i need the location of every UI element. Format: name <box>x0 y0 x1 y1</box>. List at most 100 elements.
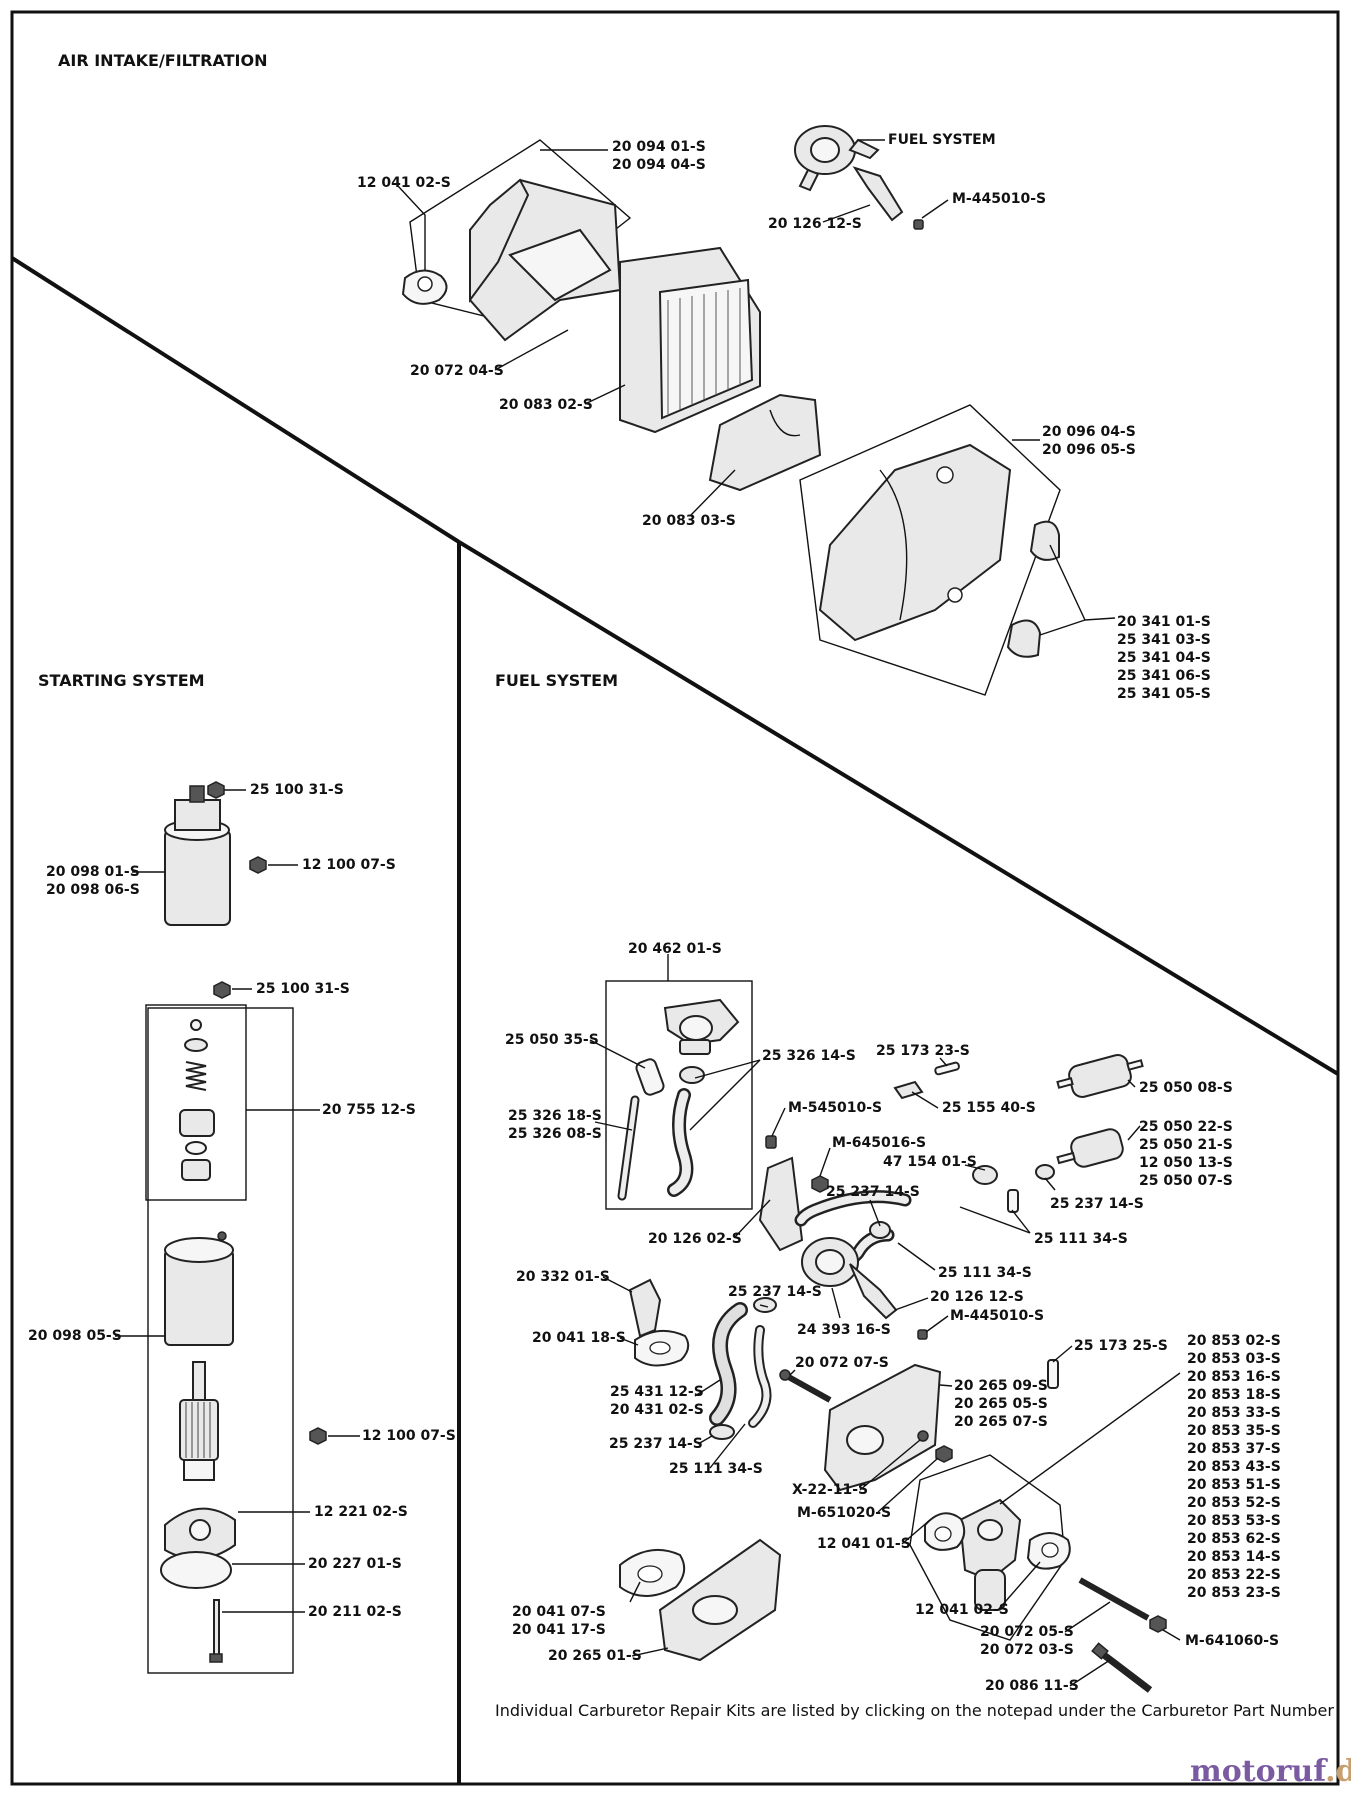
label-20-098-06-s[interactable]: 20 098 06-S <box>46 882 140 898</box>
label-25-100-31-s-top[interactable]: 25 100 31-S <box>250 782 344 798</box>
carb-part-1[interactable]: 20 853 02-S <box>1187 1333 1281 1349</box>
starter-frame-housing <box>164 1231 234 1346</box>
carb-part-15[interactable]: 20 853 23-S <box>1187 1585 1281 1601</box>
carb-part-12[interactable]: 20 853 62-S <box>1187 1531 1281 1547</box>
label-20-096-04-s[interactable]: 20 096 04-S <box>1042 424 1136 440</box>
label-20-094-04-s[interactable]: 20 094 04-S <box>612 157 706 173</box>
label-25-237-14-s-c[interactable]: 25 237 14-S <box>728 1284 822 1300</box>
label-20-041-17-s[interactable]: 20 041 17-S <box>512 1622 606 1638</box>
label-20-431-02-s[interactable]: 20 431 02-S <box>610 1402 704 1418</box>
label-25-341-06-s[interactable]: 25 341 06-S <box>1117 668 1211 684</box>
label-25-237-14-s-b[interactable]: 25 237 14-S <box>826 1184 920 1200</box>
label-m-645016-s[interactable]: M-645016-S <box>832 1135 926 1151</box>
label-25-050-22-s[interactable]: 25 050 22-S <box>1139 1119 1233 1135</box>
carb-part-10[interactable]: 20 853 52-S <box>1187 1495 1281 1511</box>
label-20-086-11-s[interactable]: 20 086 11-S <box>985 1678 1079 1694</box>
label-25-173-25-s[interactable]: 25 173 25-S <box>1074 1338 1168 1354</box>
label-25-326-14-s[interactable]: 25 326 14-S <box>762 1048 856 1064</box>
carb-part-14[interactable]: 20 853 22-S <box>1187 1567 1281 1583</box>
starter-nut-2 <box>213 981 231 999</box>
carb-part-5[interactable]: 20 853 33-S <box>1187 1405 1281 1421</box>
bracket-screw-air <box>913 219 924 230</box>
carb-part-7[interactable]: 20 853 37-S <box>1187 1441 1281 1457</box>
label-25-111-34-s-c[interactable]: 25 111 34-S <box>669 1461 763 1477</box>
label-20-098-05-s[interactable]: 20 098 05-S <box>28 1328 122 1344</box>
label-20-094-01-s[interactable]: 20 094 01-S <box>612 139 706 155</box>
label-x-22-11-s[interactable]: X-22-11-S <box>792 1482 868 1498</box>
label-m-641060-s[interactable]: M-641060-S <box>1185 1633 1279 1649</box>
label-25-173-23-s[interactable]: 25 173 23-S <box>876 1043 970 1059</box>
label-20-072-05-s[interactable]: 20 072 05-S <box>980 1624 1074 1640</box>
label-20-072-07-s[interactable]: 20 072 07-S <box>795 1355 889 1371</box>
carb-part-4[interactable]: 20 853 18-S <box>1187 1387 1281 1403</box>
cover-knob-lower <box>1006 619 1042 658</box>
label-20-341-01-s[interactable]: 20 341 01-S <box>1117 614 1211 630</box>
carb-part-8[interactable]: 20 853 43-S <box>1187 1459 1281 1475</box>
valve-clamp <box>679 1066 705 1084</box>
label-12-100-07-s-top[interactable]: 12 100 07-S <box>302 857 396 873</box>
label-20-265-05-s[interactable]: 20 265 05-S <box>954 1396 1048 1412</box>
label-20-227-01-s[interactable]: 20 227 01-S <box>308 1556 402 1572</box>
label-25-341-04-s[interactable]: 25 341 04-S <box>1117 650 1211 666</box>
label-20-462-01-s[interactable]: 20 462 01-S <box>628 941 722 957</box>
label-20-083-03-s[interactable]: 20 083 03-S <box>642 513 736 529</box>
label-20-126-12-s-fuel[interactable]: 20 126 12-S <box>930 1289 1024 1305</box>
label-25-050-21-s[interactable]: 25 050 21-S <box>1139 1137 1233 1153</box>
label-20-126-02-s[interactable]: 20 126 02-S <box>648 1231 742 1247</box>
label-20-265-09-s[interactable]: 20 265 09-S <box>954 1378 1048 1394</box>
label-12-221-02-s[interactable]: 12 221 02-S <box>314 1504 408 1520</box>
carb-part-11[interactable]: 20 853 53-S <box>1187 1513 1281 1529</box>
label-20-083-02-s[interactable]: 20 083 02-S <box>499 397 593 413</box>
label-20-072-04-s[interactable]: 20 072 04-S <box>410 363 504 379</box>
label-24-393-16-s[interactable]: 24 393 16-S <box>797 1322 891 1338</box>
label-12-100-07-s-low[interactable]: 12 100 07-S <box>362 1428 456 1444</box>
label-12-041-02-s[interactable]: 12 041 02-S <box>357 175 451 191</box>
label-47-154-01-s[interactable]: 47 154 01-S <box>883 1154 977 1170</box>
starter-motor <box>164 785 231 926</box>
air-filter-element <box>619 246 761 434</box>
label-20-072-03-s[interactable]: 20 072 03-S <box>980 1642 1074 1658</box>
label-25-050-08-s[interactable]: 25 050 08-S <box>1139 1080 1233 1096</box>
label-20-755-12-s[interactable]: 20 755 12-S <box>322 1102 416 1118</box>
label-25-100-31-s-mid[interactable]: 25 100 31-S <box>256 981 350 997</box>
label-25-111-34-s-a[interactable]: 25 111 34-S <box>1034 1231 1128 1247</box>
label-20-098-01-s[interactable]: 20 098 01-S <box>46 864 140 880</box>
label-20-041-18-s[interactable]: 20 041 18-S <box>532 1330 626 1346</box>
label-25-326-08-s[interactable]: 25 326 08-S <box>508 1126 602 1142</box>
label-20-041-07-s[interactable]: 20 041 07-S <box>512 1604 606 1620</box>
air-cleaner-cover <box>818 443 1012 642</box>
label-25-050-07-s[interactable]: 25 050 07-S <box>1139 1173 1233 1189</box>
carb-part-6[interactable]: 20 853 35-S <box>1187 1423 1281 1439</box>
label-25-050-35-s[interactable]: 25 050 35-S <box>505 1032 599 1048</box>
label-20-332-01-s[interactable]: 20 332 01-S <box>516 1269 610 1285</box>
label-25-237-14-s-d[interactable]: 25 237 14-S <box>609 1436 703 1452</box>
label-m-445010-s-fuel[interactable]: M-445010-S <box>950 1308 1044 1324</box>
label-m-545010-s[interactable]: M-545010-S <box>788 1100 882 1116</box>
carb-part-9[interactable]: 20 853 51-S <box>1187 1477 1281 1493</box>
label-m-651020-s[interactable]: M-651020-S <box>797 1505 891 1521</box>
label-12-041-01-s[interactable]: 12 041 01-S <box>817 1536 911 1552</box>
label-25-237-14-s-a[interactable]: 25 237 14-S <box>1050 1196 1144 1212</box>
label-20-096-05-s[interactable]: 20 096 05-S <box>1042 442 1136 458</box>
label-25-341-03-s[interactable]: 25 341 03-S <box>1117 632 1211 648</box>
carb-part-2[interactable]: 20 853 03-S <box>1187 1351 1281 1367</box>
label-20-265-01-s[interactable]: 20 265 01-S <box>548 1648 642 1664</box>
label-20-211-02-s[interactable]: 20 211 02-S <box>308 1604 402 1620</box>
label-12-050-13-s[interactable]: 12 050 13-S <box>1139 1155 1233 1171</box>
label-25-341-05-s[interactable]: 25 341 05-S <box>1117 686 1211 702</box>
label-20-126-12-s-air[interactable]: 20 126 12-S <box>768 216 862 232</box>
leader-f3b <box>689 1059 761 1131</box>
label-25-155-40-s[interactable]: 25 155 40-S <box>942 1100 1036 1116</box>
carb-part-13[interactable]: 20 853 14-S <box>1187 1549 1281 1565</box>
leader-a9 <box>921 199 949 219</box>
label-12-041-02-s-fuel[interactable]: 12 041 02-S <box>915 1602 1009 1618</box>
label-25-111-34-s-b[interactable]: 25 111 34-S <box>938 1265 1032 1281</box>
label-25-326-18-s[interactable]: 25 326 18-S <box>508 1108 602 1124</box>
leader-f3 <box>694 1059 761 1079</box>
label-20-265-07-s[interactable]: 20 265 07-S <box>954 1414 1048 1430</box>
leader-a5 <box>584 384 626 405</box>
label-m-445010-s-air[interactable]: M-445010-S <box>952 191 1046 207</box>
leader-f39 <box>997 1561 1041 1611</box>
carb-part-3[interactable]: 20 853 16-S <box>1187 1369 1281 1385</box>
label-25-431-12-s[interactable]: 25 431 12-S <box>610 1384 704 1400</box>
